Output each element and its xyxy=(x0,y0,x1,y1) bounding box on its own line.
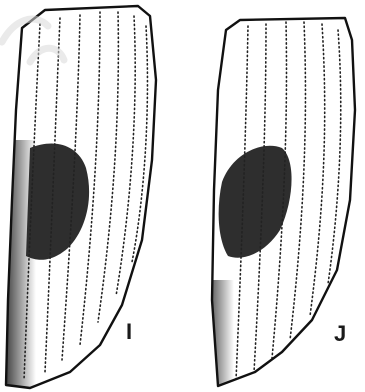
panel-j-interior xyxy=(212,22,341,390)
panel-i-scale: I xyxy=(2,6,156,390)
panel-label-i: I xyxy=(126,319,132,344)
panel-j-striation xyxy=(290,22,305,340)
panel-j-scale: J xyxy=(212,18,355,390)
panel-i-watermark xyxy=(2,19,64,62)
panel-j-striation xyxy=(310,24,325,316)
panel-label-j: J xyxy=(334,321,346,346)
panel-j-striation xyxy=(328,30,341,284)
panel-i-striation xyxy=(132,26,147,262)
panel-i-dark-blotch xyxy=(26,144,89,260)
panel-i-striation xyxy=(98,12,118,322)
